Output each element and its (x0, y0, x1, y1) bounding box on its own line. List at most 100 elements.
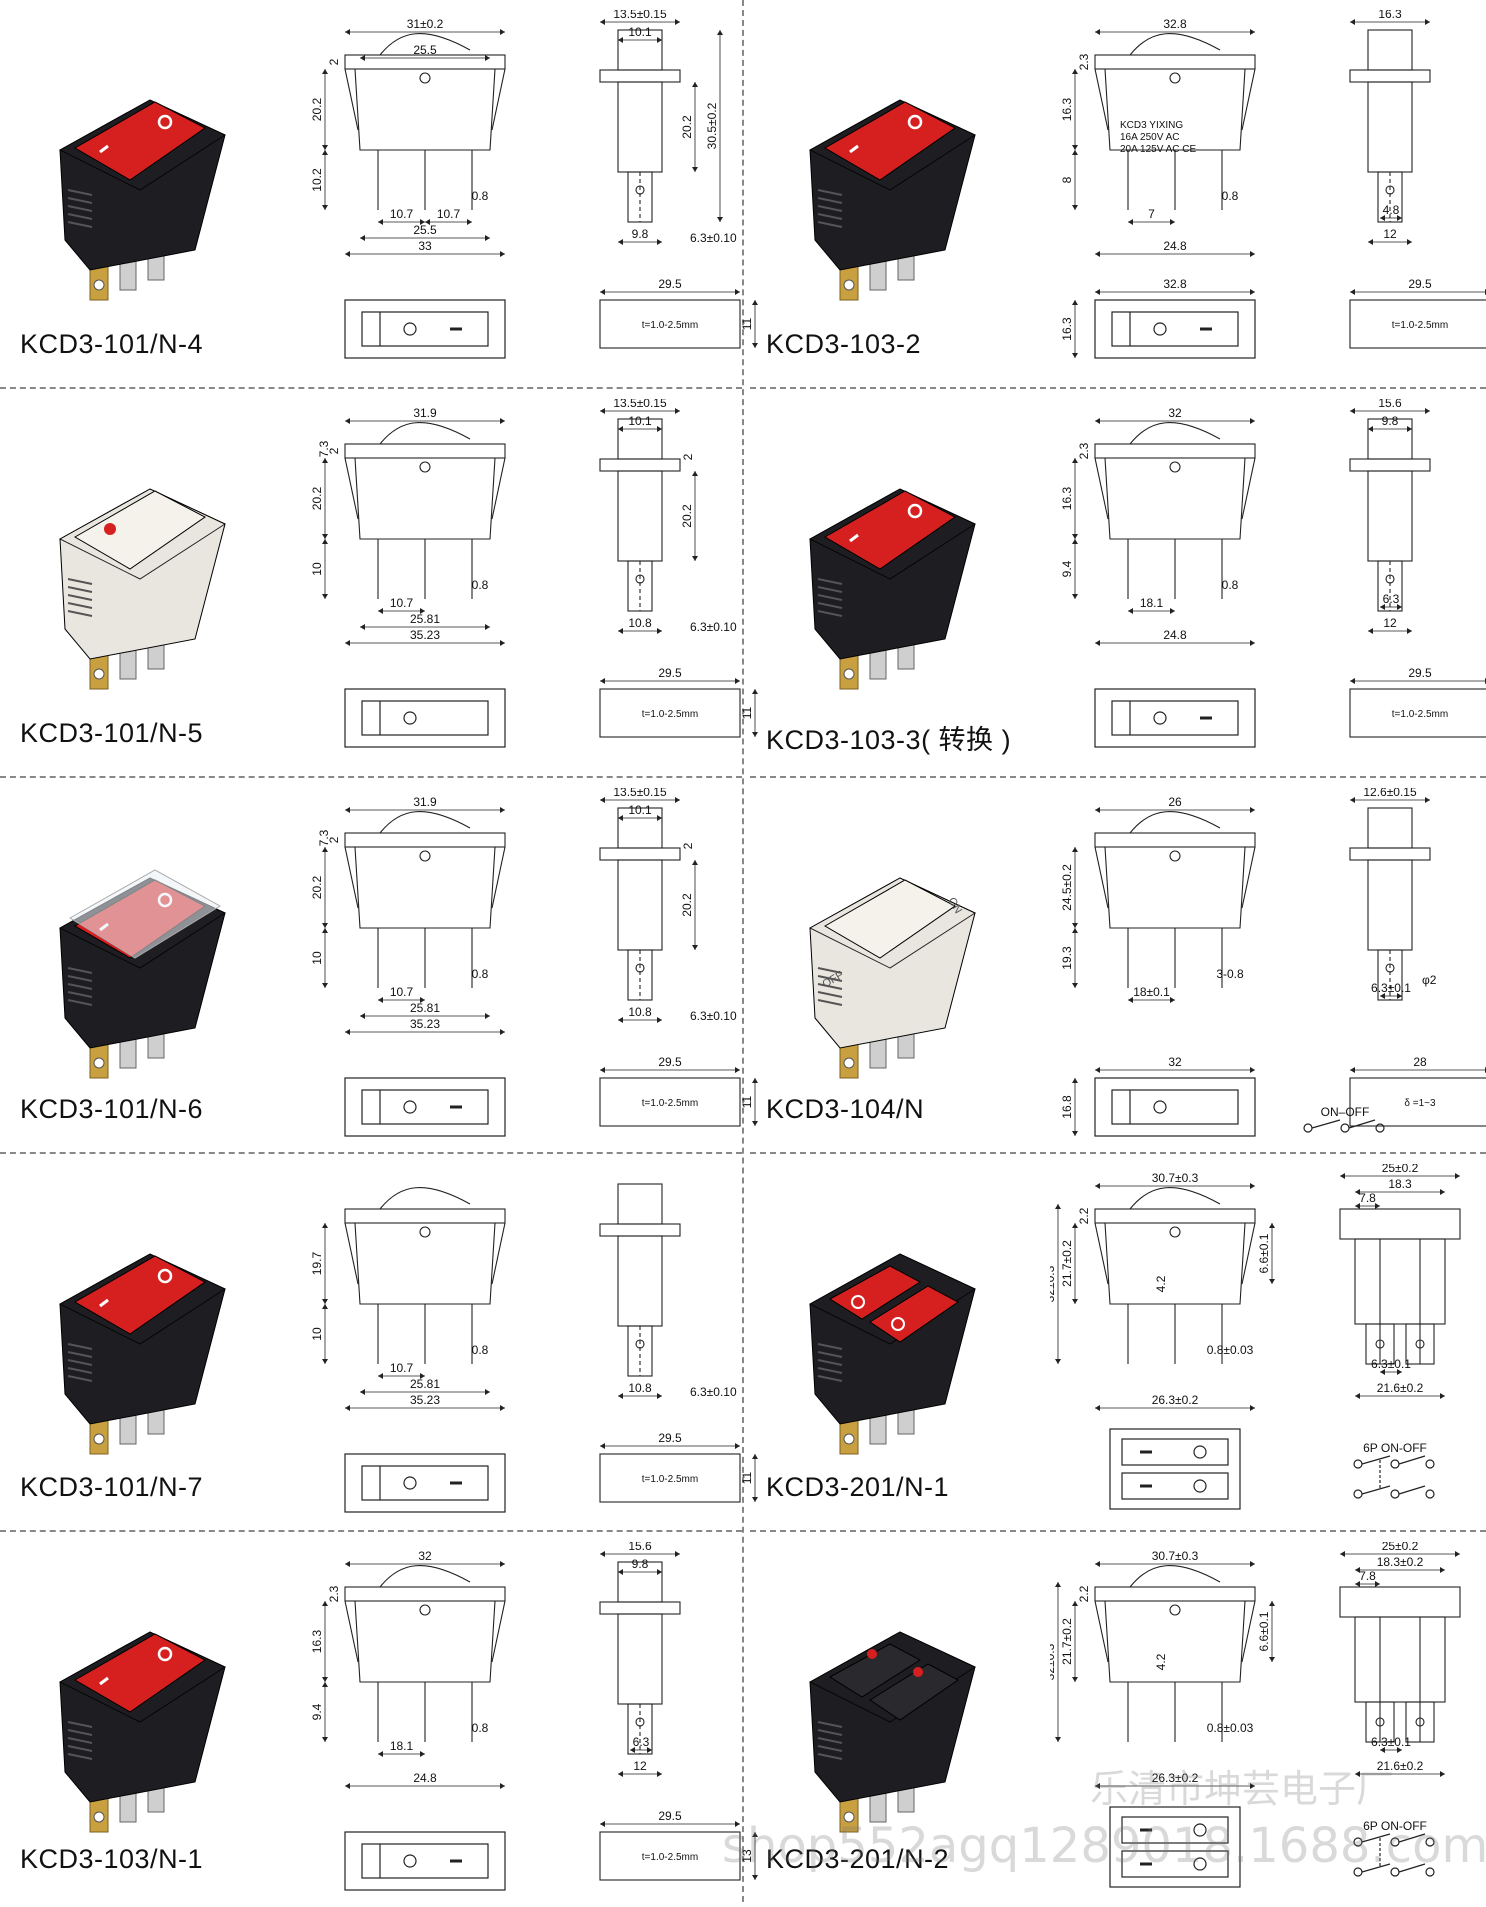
dimension-label: 25±0.2 (1382, 1164, 1419, 1175)
model-number: KCD3-201/N-1 (766, 1472, 950, 1502)
dimension-label: 30.7±0.3 (1152, 1171, 1199, 1185)
model-number: KCD3-104/N (766, 1094, 925, 1124)
dimension-label: 10 (310, 951, 324, 965)
panel-cutout (1349, 1077, 1486, 1127)
row-divider (0, 1152, 742, 1154)
dimension-label: 29.5 (658, 666, 682, 680)
model-number: KCD3-201/N-2 (766, 1844, 950, 1874)
dimension-label: 16.3 (1378, 10, 1402, 21)
dimension-label: 11 (740, 317, 754, 330)
dimension-label: 21.6±0.2 (1377, 1381, 1424, 1395)
dimension-label: 18.3±0.2 (1377, 1555, 1424, 1569)
dimension-label: 10.1 (628, 803, 652, 817)
dimension-label: 29.5 (658, 1809, 682, 1823)
dimension-label: 19.3 (1060, 946, 1074, 970)
circuit-label: ON–OFF (1321, 1105, 1370, 1119)
circuit-label: 6P ON-OFF (1363, 1441, 1427, 1455)
dimension-label: 21.6±0.2 (1377, 1759, 1424, 1773)
switch-photo (808, 488, 977, 690)
circuit-symbol (1353, 1455, 1435, 1499)
product-photo (770, 1572, 1010, 1857)
dimension-label: 10.8 (628, 1381, 652, 1395)
dimension-label: 35.23 (410, 1017, 440, 1031)
dimension-label: 20.2 (310, 486, 324, 510)
product-label-text: 20A 125V AC CE (1120, 144, 1196, 155)
dimension-label: 6.3 (633, 1735, 650, 1749)
dimension-label: 0.8 (472, 1343, 489, 1357)
dimension-label: 13 (740, 1849, 754, 1863)
dimension-drawing: 31.920.21027.30.810.725.8135.2313.5±0.15… (310, 396, 758, 748)
dimension-label: 6.6±0.1 (1257, 1233, 1271, 1273)
dimension-label: 32.8 (1163, 17, 1187, 31)
dimension-label: 35.23 (410, 1393, 440, 1407)
dimension-label: 19.7 (310, 1251, 324, 1275)
dimension-label: φ2 (1422, 973, 1437, 987)
dimension-label: 10.7 (390, 207, 414, 221)
dimension-label: 10.7 (390, 1361, 414, 1375)
rocker-right (869, 1285, 959, 1343)
dimension-label: 9.4 (1060, 560, 1074, 577)
dimension-label: 13.5±0.15 (613, 10, 667, 21)
switch-photo (808, 99, 977, 301)
dimension-label: 11 (740, 1095, 754, 1108)
dimension-label: 25.5 (413, 43, 437, 57)
rocker-actuator (74, 101, 206, 181)
dimension-label: 15.6 (628, 1542, 652, 1553)
dimension-label: 7 (1148, 207, 1155, 221)
dimension-label: 35.23 (410, 628, 440, 642)
switch-photo (808, 1253, 977, 1455)
dimension-label: 13.5±0.15 (613, 788, 667, 799)
dimension-label: 8 (1060, 176, 1074, 183)
dimension-label: 24.8 (413, 1771, 437, 1785)
row-divider (0, 776, 742, 778)
panel-cutout (599, 1077, 741, 1127)
dimension-label: 10.1 (628, 25, 652, 39)
dimension-label: 10.2 (310, 168, 324, 192)
dimension-label: 0.8 (472, 967, 489, 981)
dimension-label: 16.3 (310, 1629, 324, 1653)
dimension-label: 6.3±0.1 (1371, 1735, 1411, 1749)
dimension-label: 20.2 (680, 893, 694, 917)
dimension-drawing: 3216.39.42.30.818.124.815.69.86.31229.5t… (1060, 396, 1486, 748)
panel-cutout (1349, 299, 1486, 349)
dimension-label: 20.2 (310, 875, 324, 899)
dimension-label: 10 (310, 1327, 324, 1341)
dimension-label: 26.3±0.2 (1152, 1393, 1199, 1407)
dimension-label: 0.8 (1222, 189, 1239, 203)
dimension-label: 6.3±0.10 (690, 1385, 737, 1399)
dimension-label: 3-0.8 (1216, 967, 1244, 981)
dimension-label: 7.3 (317, 440, 331, 457)
dimension-label: 11 (740, 1471, 754, 1484)
dimension-label: 7.3 (317, 829, 331, 846)
dimension-label: 16.3 (1060, 317, 1074, 341)
dimension-label: 29.5 (658, 1055, 682, 1069)
dimension-label: t=1.0-2.5mm (642, 1852, 698, 1863)
circuit-symbol (1353, 1833, 1435, 1877)
product-photo (770, 1194, 1010, 1479)
model-number: KCD3-103/N-1 (20, 1844, 204, 1874)
model-number: KCD3-101/N-7 (20, 1472, 204, 1502)
product-photo (20, 1572, 260, 1857)
waterproof-cover (69, 869, 221, 959)
dimension-label: t=1.0-2.5mm (1392, 709, 1448, 720)
dimension-label: δ =1~3 (1404, 1098, 1436, 1109)
dimension-label: 2 (327, 447, 341, 454)
circuit-label: 6P ON-OFF (1363, 1819, 1427, 1833)
dimension-label: 0.8 (472, 1721, 489, 1735)
dimension-label: 2 (327, 58, 341, 65)
panel-cutout (1349, 688, 1486, 738)
dimension-label: 32±0.3 (1050, 1643, 1057, 1680)
dimension-label: 2.3 (1077, 53, 1091, 70)
dimension-label: 16.3 (1060, 97, 1074, 121)
